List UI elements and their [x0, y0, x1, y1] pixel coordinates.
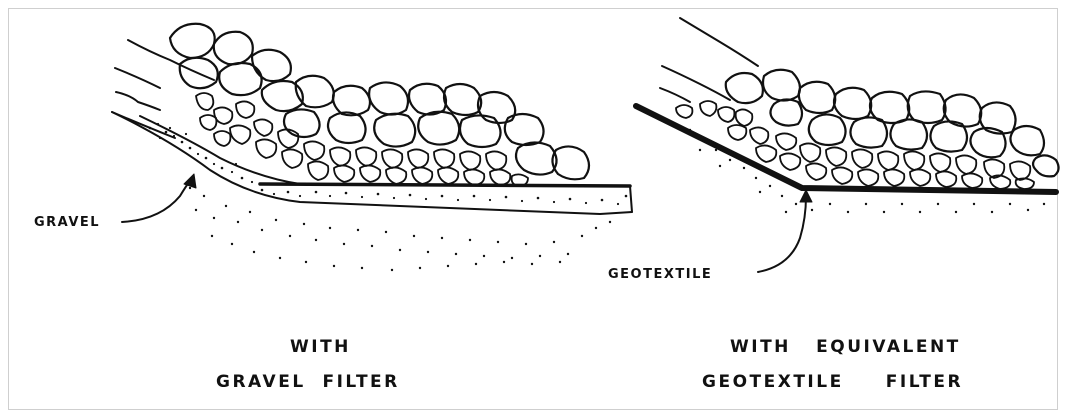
geotextile-callout-label: GEOTEXTILE	[608, 267, 712, 282]
left-riprap-section	[112, 24, 632, 271]
left-stone-base-line	[260, 184, 630, 186]
left-bank-line-2	[115, 68, 160, 88]
right-callout-arrowhead	[800, 190, 812, 202]
left-subgrade-stipple	[189, 187, 611, 271]
right-subgrade-stipple	[689, 129, 1045, 213]
right-large-stones	[726, 70, 1059, 177]
right-bank-line-1	[680, 18, 758, 66]
left-caption-line-2: GRAVEL FILTER	[216, 372, 400, 392]
gravel-callout-label: GRAVEL	[34, 215, 100, 230]
right-geotextile-line	[636, 106, 1056, 192]
left-large-stones	[170, 24, 589, 180]
right-callout-arrow	[758, 196, 806, 272]
left-bank-line-1	[128, 40, 214, 80]
left-caption-line-1: WITH	[290, 337, 351, 357]
right-bank-line-3	[660, 88, 690, 102]
right-caption-line-2: GEOTEXTILE FILTER	[702, 372, 963, 392]
left-callout-arrow	[122, 178, 192, 222]
right-caption-line-1: WITH EQUIVALENT	[730, 337, 961, 357]
right-riprap-section	[636, 18, 1059, 272]
left-bank-line-3	[116, 92, 160, 110]
right-bank-line-2	[662, 66, 730, 100]
